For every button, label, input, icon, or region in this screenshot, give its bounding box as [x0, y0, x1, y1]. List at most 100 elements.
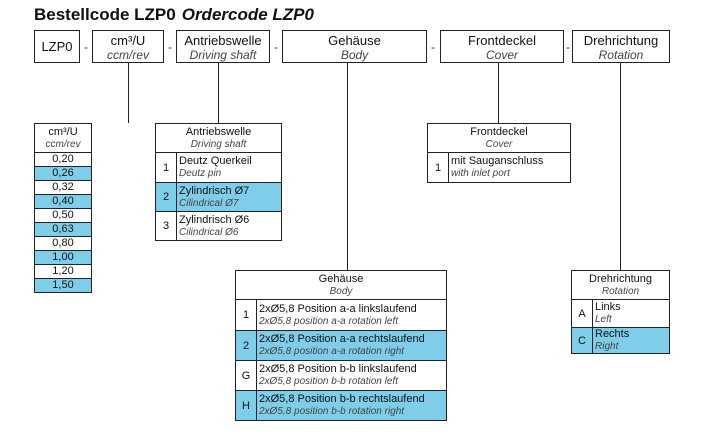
header-shaft-box: Antriebswelle Driving shaft: [176, 30, 270, 63]
option-label-en: Right: [595, 341, 619, 352]
option-label-en: 2xØ5,8 position b-b rotation right: [259, 406, 405, 417]
ccm-value-row: 0,32: [35, 180, 91, 194]
shaft-table-title-de: Antriebswelle: [185, 126, 252, 138]
ccm-value-row: 1,20: [35, 264, 91, 278]
separator-2: -: [168, 40, 172, 54]
shaft-table: Antriebswelle Driving shaft 1 Deutz Quer…: [155, 123, 282, 241]
cover-table-title-en: Cover: [485, 139, 513, 150]
connector-shaft: [218, 63, 219, 123]
option-code: 2: [236, 331, 257, 360]
option-label-en: with inlet port: [451, 168, 510, 179]
header-rotation-box: Drehrichtung Rotation: [572, 30, 670, 63]
connector-rotation: [620, 63, 621, 270]
option-code: H: [236, 391, 257, 420]
option-label-de: 2xØ5,8 Position b-b rechtslaufend: [259, 393, 425, 405]
header-rotation-en: Rotation: [598, 48, 644, 62]
body-table: Gehäuse Body 1 2xØ5,8 Position a-a links…: [235, 270, 447, 421]
option-label-de: Zylindrisch Ø7: [179, 184, 250, 197]
shaft-table-header: Antriebswelle Driving shaft: [156, 124, 281, 153]
ccm-value-row: 0,26: [35, 166, 91, 180]
separator-1: -: [84, 40, 88, 54]
option-code: 1: [236, 300, 257, 330]
header-cover-box: Frontdeckel Cover: [440, 30, 564, 63]
ccm-table-header: cm³/U ccm/rev: [35, 124, 91, 153]
cover-table-header: Frontdeckel Cover: [428, 124, 570, 153]
option-label-de: 2xØ5,8 Position b-b linkslaufend: [259, 363, 417, 375]
cover-table-title-de: Frontdeckel: [470, 126, 528, 138]
option-code: A: [572, 300, 593, 327]
option-label-en: 2xØ5,8 position b-b rotation left: [259, 376, 398, 387]
header-ccm-de: cm³/U: [110, 33, 146, 48]
option-label-en: 2xØ5,8 position a-a rotation left: [259, 315, 398, 327]
header-model-label: LZP0: [41, 39, 73, 54]
header-cover-de: Frontdeckel: [468, 33, 536, 48]
option-label-de: Rechts: [595, 328, 630, 340]
rotation-table-header: Drehrichtung Rotation: [572, 271, 669, 300]
ccm-table: cm³/U ccm/rev 0,20 0,26 0,32 0,40 0,50 0…: [34, 123, 92, 293]
ccm-value-row: 1,00: [35, 250, 91, 264]
header-body-box: Gehäuse Body: [282, 30, 427, 63]
ccm-table-title-de: cm³/U: [48, 126, 78, 138]
header-ccm-en: ccm/rev: [107, 48, 149, 62]
option-label-en: 2xØ5,8 position a-a rotation right: [259, 346, 405, 357]
option-label-de: Links: [595, 301, 621, 313]
header-shaft-en: Driving shaft: [189, 48, 257, 62]
ccm-value-row: 0,50: [35, 208, 91, 222]
option-code: G: [236, 361, 257, 390]
body-table-title-en: Body: [329, 286, 353, 297]
header-rotation-de: Drehrichtung: [583, 33, 659, 48]
header-body-en: Body: [340, 48, 369, 62]
connector-ccm: [128, 63, 129, 123]
option-label-de: Deutz Querkeil: [179, 155, 252, 167]
ccm-value-row: 0,63: [35, 222, 91, 236]
rotation-table-title-de: Drehrichtung: [589, 273, 652, 285]
option-code: 1: [428, 153, 449, 182]
ccm-value-row: 0,40: [35, 194, 91, 208]
title-de: Bestellcode LZP0: [34, 5, 176, 24]
title-en: Ordercode LZP0: [181, 5, 314, 24]
shaft-table-title-en: Driving shaft: [190, 139, 247, 150]
option-label-en: Cilindrical Ø7: [179, 197, 239, 209]
option-label-de: mit Sauganschluss: [451, 155, 544, 167]
ccm-value-row: 0,80: [35, 236, 91, 250]
header-ccm-box: cm³/U ccm/rev: [92, 30, 164, 63]
option-code: 2: [156, 183, 177, 211]
separator-3: -: [274, 40, 278, 54]
header-body-de: Gehäuse: [328, 33, 381, 48]
option-code: C: [572, 328, 593, 353]
header-shaft-de: Antriebswelle: [184, 33, 262, 48]
connector-body: [347, 63, 348, 270]
ccm-table-title-en: ccm/rev: [45, 139, 81, 150]
option-label-de: Zylindrisch Ø6: [179, 213, 250, 226]
page-title: Bestellcode LZP0 Ordercode LZP0: [34, 5, 314, 25]
body-table-title-de: Gehäuse: [318, 273, 364, 285]
separator-5: -: [566, 40, 570, 54]
header-cover-en: Cover: [485, 48, 518, 62]
ccm-value-row: 1,50: [35, 278, 91, 292]
option-label-en: Deutz pin: [179, 168, 222, 179]
option-code: 1: [156, 153, 177, 182]
rotation-table-title-en: Rotation: [601, 286, 640, 297]
option-code: 3: [156, 212, 177, 240]
option-label-de: 2xØ5,8 Position a-a linkslaufend: [259, 302, 417, 315]
body-table-header: Gehäuse Body: [236, 271, 446, 300]
ccm-value-row: 0,20: [52, 153, 74, 165]
option-label-en: Cilindrical Ø6: [179, 226, 239, 238]
connector-cover: [498, 63, 499, 123]
separator-4: -: [431, 40, 435, 54]
header-model-box: LZP0: [34, 30, 80, 63]
option-label-en: Left: [595, 314, 612, 325]
option-label-de: 2xØ5,8 Position a-a rechtslaufend: [259, 333, 425, 345]
